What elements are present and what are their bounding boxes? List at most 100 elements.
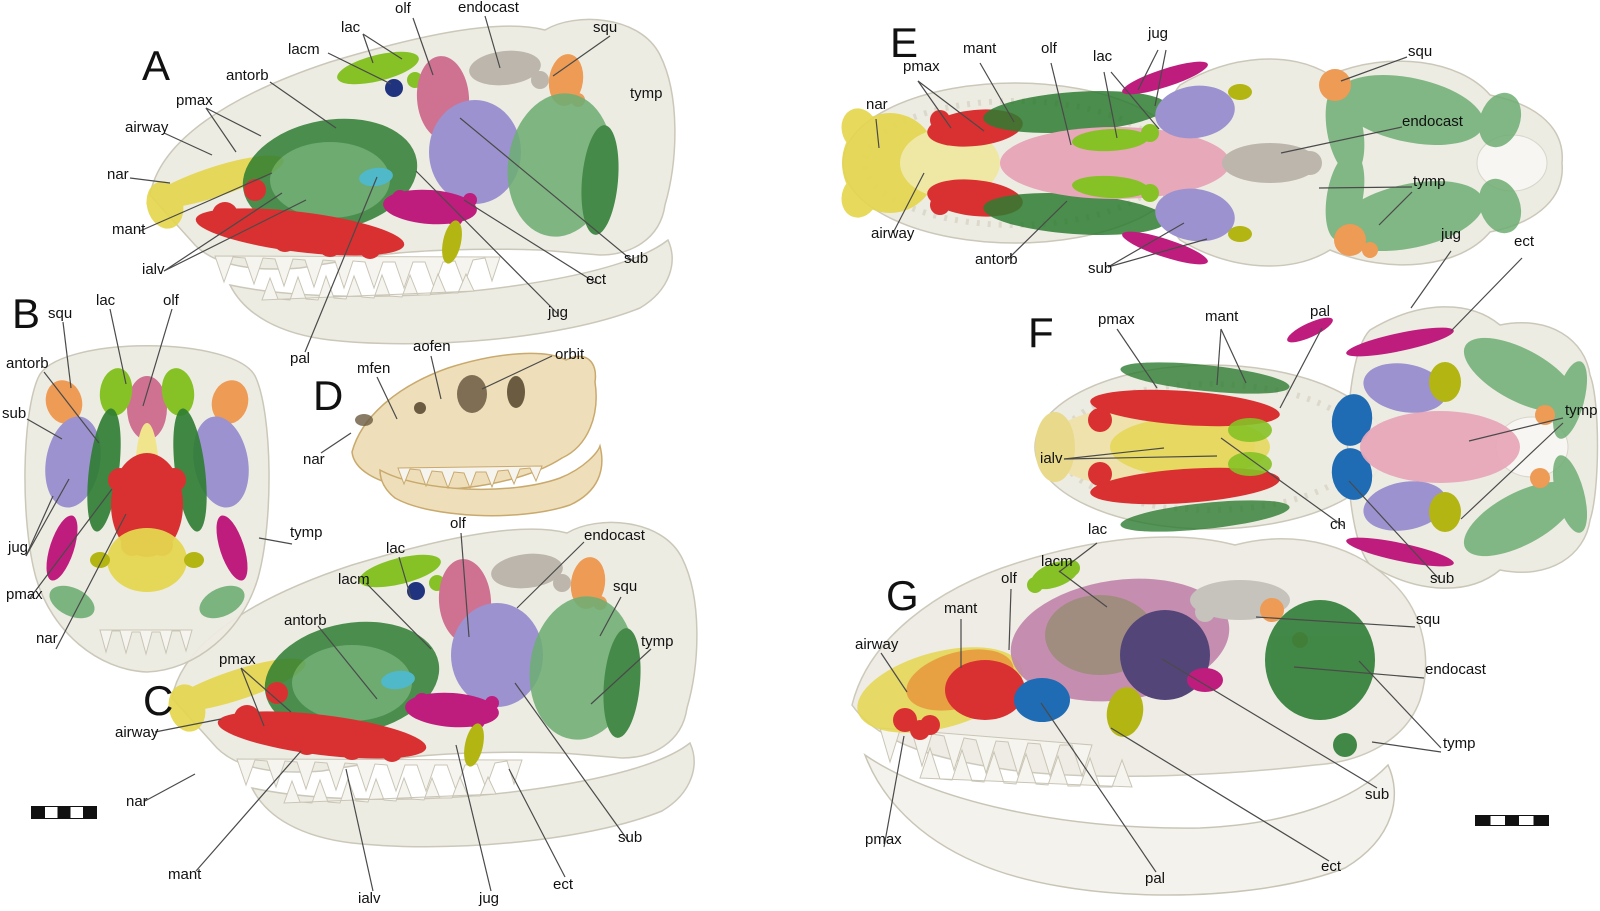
- label-B-tymp: tymp: [290, 524, 323, 541]
- structure-sub: [45, 416, 249, 508]
- panel-A-art: [140, 18, 676, 345]
- structure-squ: [1530, 405, 1555, 488]
- structure-jug: [1122, 61, 1208, 265]
- label-G-ect: ect: [1321, 858, 1342, 875]
- label-A-sub: sub: [624, 250, 649, 267]
- label-E-jug: jug: [1148, 25, 1169, 42]
- structure-lac: [99, 368, 195, 416]
- label-G-pal: pal: [1145, 870, 1166, 887]
- label-C-antorb: antorb: [284, 612, 327, 629]
- label-C-tymp: tymp: [641, 633, 674, 650]
- label-C-lac: lac: [386, 540, 406, 557]
- label-E-nar: nar: [866, 96, 888, 113]
- panel-letter-D: D: [313, 372, 344, 419]
- label-D-nar: nar: [303, 451, 325, 468]
- label-G-lac: lac: [1088, 521, 1108, 538]
- label-E-olf: olf: [1041, 40, 1057, 57]
- structure-ect: [1228, 84, 1252, 242]
- label-E-endocast: endocast: [1402, 113, 1463, 130]
- label-G-lacm: lacm: [1041, 553, 1073, 570]
- label-G-tymp: tymp: [1443, 735, 1476, 752]
- label-F-jug: jug: [1441, 226, 1462, 243]
- structure-lac: [1072, 124, 1159, 202]
- label-B-olf: olf: [163, 292, 179, 309]
- label-G-airway: airway: [855, 636, 899, 653]
- panel-F-art: [1034, 306, 1599, 589]
- label-C-mant: mant: [168, 866, 202, 883]
- label-C-endocast: endocast: [584, 527, 645, 544]
- label-A-olf: olf: [395, 0, 411, 17]
- antorbital-fenestra: [457, 375, 487, 413]
- label-D-aofen: aofen: [413, 338, 451, 355]
- leader-lines: [25, 15, 1564, 892]
- label-F-pmax: pmax: [1098, 311, 1135, 328]
- label-C-olf: olf: [450, 515, 466, 532]
- label-F-mant: mant: [1205, 308, 1239, 325]
- label-A-jug: jug: [548, 304, 569, 321]
- panel-letter-C: C: [143, 677, 174, 724]
- label-F-sub: sub: [1430, 570, 1455, 587]
- orbit-fenestra: [507, 376, 525, 408]
- structure-jug: [1287, 317, 1454, 567]
- panel-letter-F: F: [1028, 309, 1054, 356]
- label-E-mant: mant: [963, 40, 997, 57]
- structure-antorb: [983, 91, 1167, 235]
- panel-letter-A: A: [142, 42, 171, 89]
- panel-E-art: [841, 58, 1563, 267]
- label-F-ect: ect: [1514, 233, 1535, 250]
- panel-G-art: [851, 536, 1427, 896]
- label-D-orbit: orbit: [555, 346, 585, 363]
- structure-tymp: [1265, 600, 1375, 757]
- structure-green-center: [1228, 418, 1272, 476]
- label-A-airway: airway: [125, 119, 169, 136]
- label-C-pmax: pmax: [219, 651, 256, 668]
- structure-squ: [45, 380, 249, 424]
- label-A-tymp: tymp: [630, 85, 663, 102]
- label-A-endocast: endocast: [458, 0, 519, 16]
- maxillary-fenestra: [414, 402, 426, 414]
- label-G-olf: olf: [1001, 570, 1017, 587]
- label-B-sub: sub: [2, 405, 27, 422]
- label-A-ect: ect: [586, 271, 607, 288]
- label-E-tymp: tymp: [1413, 173, 1446, 190]
- label-F-tymp: tymp: [1565, 402, 1598, 419]
- label-A-antorb: antorb: [226, 67, 269, 84]
- label-B-squ: squ: [48, 305, 73, 322]
- label-C-ect: ect: [553, 876, 574, 893]
- label-B-pmax: pmax: [6, 586, 43, 603]
- label-G-endocast: endocast: [1425, 661, 1486, 678]
- panel-letter-E: E: [890, 19, 919, 66]
- scale-bar-left: [31, 806, 97, 819]
- label-E-airway: airway: [871, 225, 915, 242]
- label-A-nar: nar: [107, 166, 129, 183]
- naris-opening: [355, 414, 373, 426]
- label-G-sub: sub: [1365, 786, 1390, 803]
- label-D-mfen: mfen: [357, 360, 391, 377]
- structure-squ: [1319, 69, 1378, 258]
- label-A-pal: pal: [290, 350, 311, 367]
- structure-pmax-mant-ialv-red: [1088, 389, 1280, 505]
- label-E-squ: squ: [1408, 43, 1433, 60]
- label-G-squ: squ: [1416, 611, 1441, 628]
- label-C-sub: sub: [618, 829, 643, 846]
- label-A-ialv: ialv: [142, 261, 165, 278]
- label-G-pmax: pmax: [865, 831, 902, 848]
- structure-jug: [1187, 668, 1223, 692]
- structure-pal: [1014, 678, 1070, 722]
- structure-olf: [1000, 127, 1230, 199]
- structure-endocast: [1222, 143, 1322, 183]
- structure-tymp: [49, 585, 245, 619]
- label-C-airway: airway: [115, 724, 159, 741]
- label-E-antorb: antorb: [975, 251, 1018, 268]
- label-C-jug: jug: [479, 890, 500, 907]
- label-A-lacm: lacm: [288, 41, 320, 58]
- label-F-pal: pal: [1310, 303, 1331, 320]
- structure-tymp: [1463, 337, 1588, 557]
- structure-olf: [1360, 411, 1520, 483]
- structure-antorb: [1120, 362, 1290, 532]
- label-B-nar: nar: [36, 630, 58, 647]
- panel-letter-G: G: [886, 572, 919, 619]
- label-A-mant: mant: [112, 221, 146, 238]
